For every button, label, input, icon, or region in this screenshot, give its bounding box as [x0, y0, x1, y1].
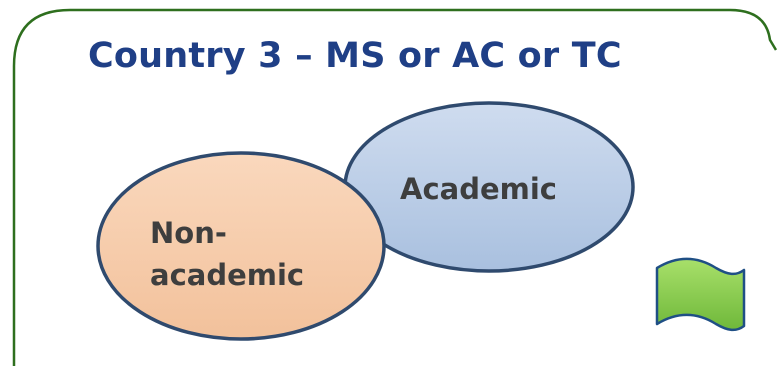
slide-title: Country 3 – MS or AC or TC	[88, 36, 622, 76]
nonacademic-ellipse	[96, 151, 386, 341]
nonacademic-label: Non- academic	[150, 212, 304, 296]
rounded-frame	[12, 8, 777, 366]
academic-label: Academic	[400, 172, 557, 206]
nonacademic-label-line1: Non-	[150, 216, 227, 250]
nonacademic-label-line2: academic	[150, 258, 305, 292]
green-flag-icon	[655, 257, 746, 332]
